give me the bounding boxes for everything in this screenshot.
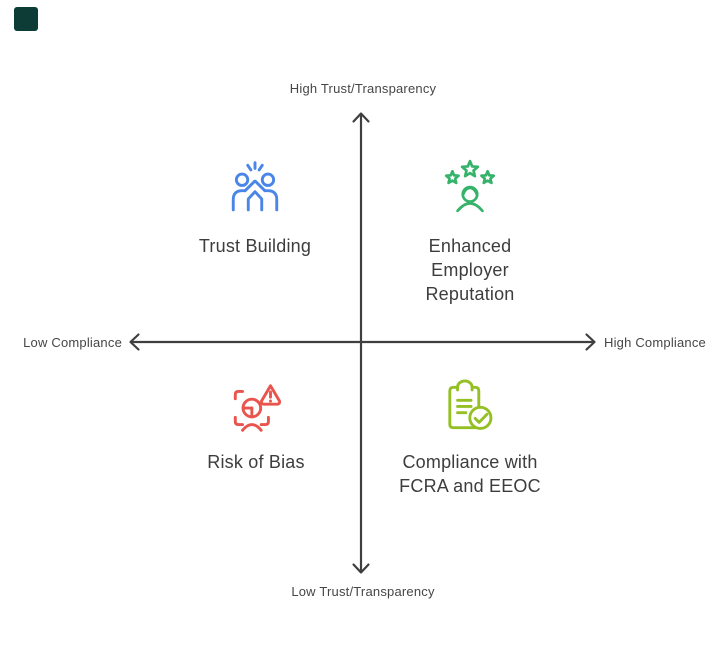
quadrant-top-left: Trust Building [145,157,365,258]
axis-label-right: High Compliance [604,335,706,350]
left-arrowhead-icon [129,333,140,351]
face-scan-warning-icon [227,378,285,436]
right-arrowhead-icon [585,333,596,351]
corner-brand-mark [14,7,38,31]
quadrant-bottom-left: Risk of Bias [146,378,366,474]
quadrant-label: Trust Building [198,236,312,256]
quadrant-label: Enhanced Employer Reputation [425,236,515,304]
axis-label-top: High Trust/Transparency [289,81,437,96]
up-arrowhead-icon [352,112,370,123]
quadrant-top-right: Enhanced Employer Reputation [360,157,580,306]
quadrant-label: Compliance with FCRA and EEOC [399,452,541,496]
down-arrowhead-icon [352,563,370,574]
reputation-stars-icon [441,157,499,215]
quadrant-bottom-right: Compliance with FCRA and EEOC [360,378,580,498]
axes-lines [129,112,596,574]
quadrant-label: Risk of Bias [207,452,305,472]
high-five-icon [226,157,284,215]
clipboard-check-icon [441,378,499,436]
corner-brand-square [14,7,38,31]
axis-label-bottom: Low Trust/Transparency [291,584,435,599]
axis-label-left: Low Compliance [23,335,122,350]
